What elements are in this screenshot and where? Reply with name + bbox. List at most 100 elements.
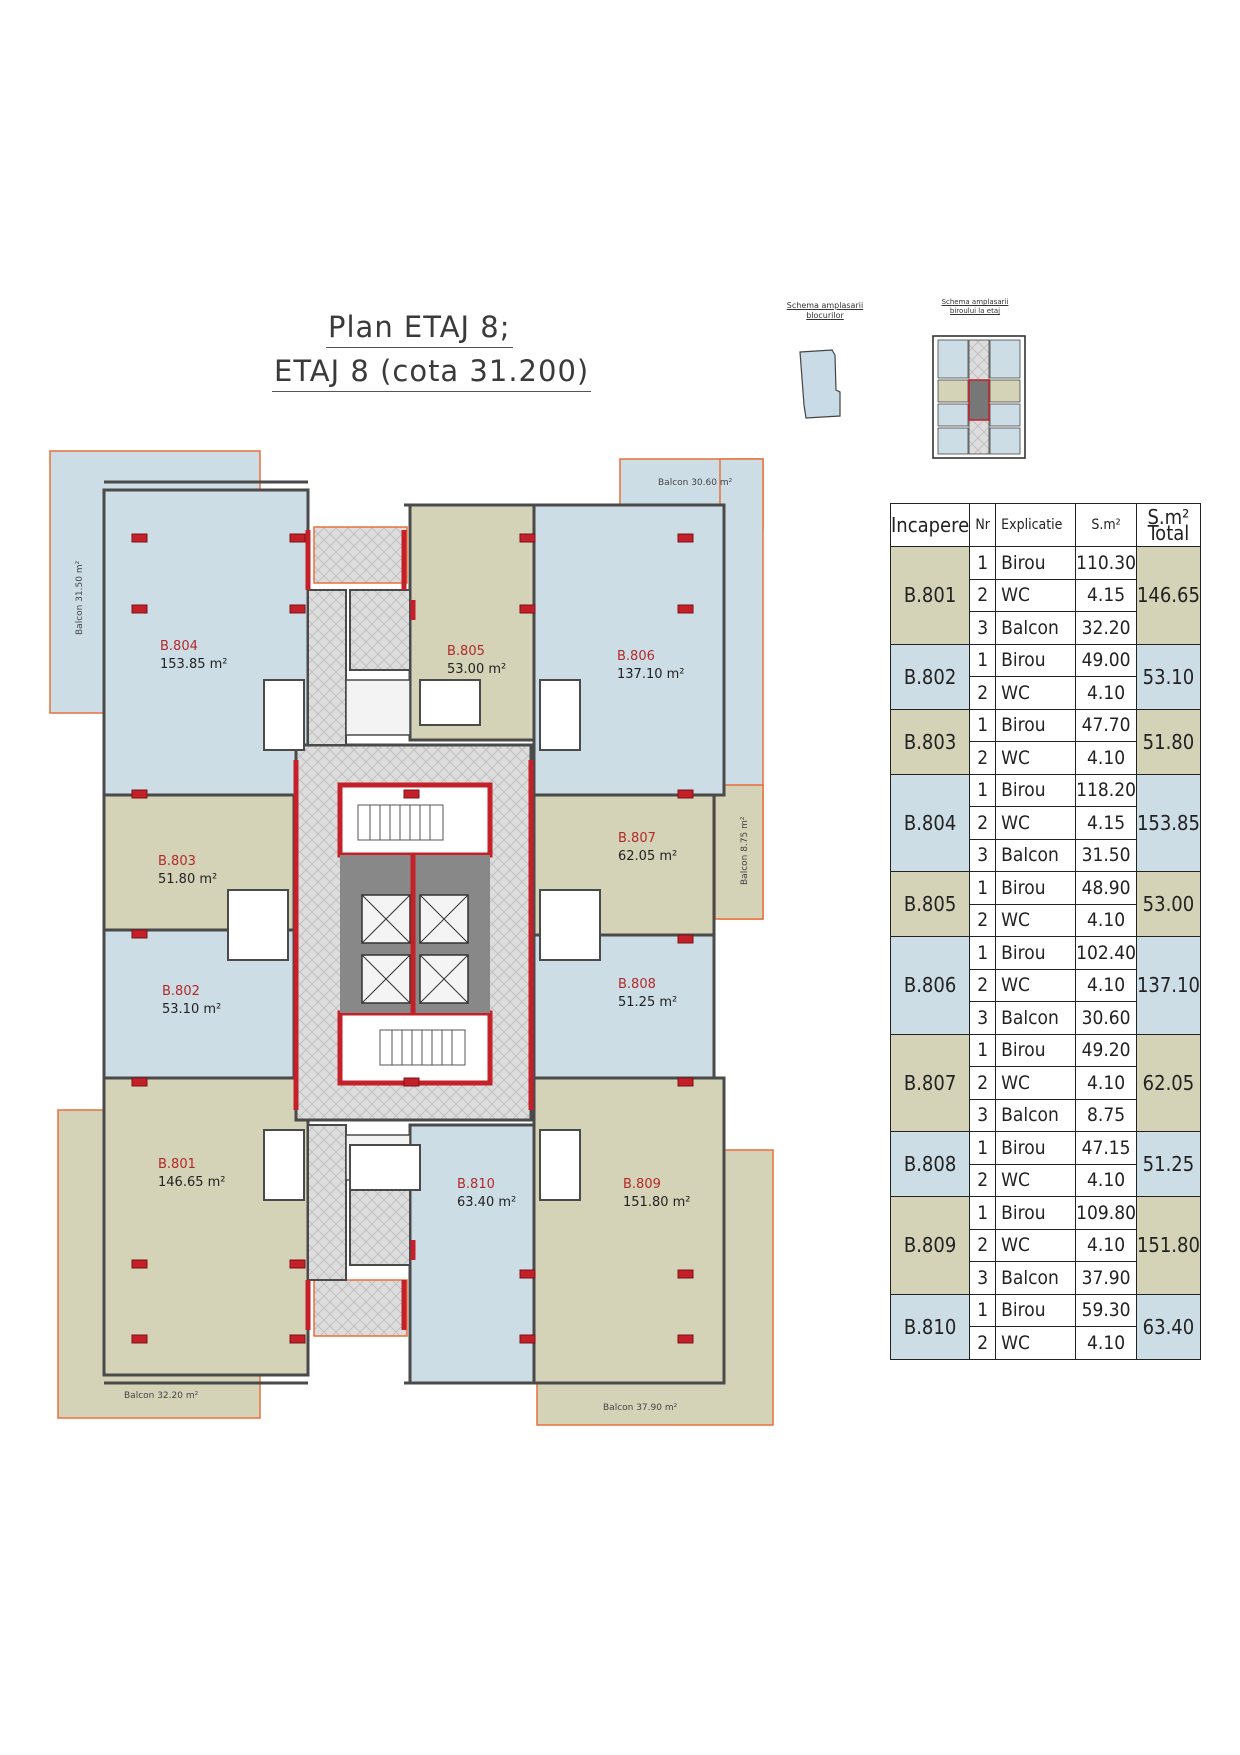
cell-room: B.807 — [889, 1033, 971, 1132]
cell-area: 49.20 — [1075, 1033, 1137, 1067]
balcony-label-b806: Balcon 30.60 m² — [658, 478, 733, 488]
cell-area: 4.15 — [1075, 806, 1137, 840]
cell-total: 146.65 — [1135, 546, 1201, 645]
cell-explicatie: WC — [995, 1228, 1077, 1262]
cell-room: B.805 — [889, 871, 971, 937]
cell-nr: 1 — [969, 1033, 997, 1067]
cell-nr: 2 — [969, 1326, 997, 1360]
cell-area: 4.10 — [1075, 903, 1137, 937]
cell-area: 32.20 — [1075, 611, 1137, 645]
cell-nr: 1 — [969, 773, 997, 807]
header-sm: S.m² — [1075, 503, 1137, 547]
cell-area: 31.50 — [1075, 838, 1137, 872]
room-area-b802: 53.10 m² — [162, 1002, 221, 1017]
cell-room: B.810 — [889, 1293, 971, 1360]
room-area-b803: 51.80 m² — [158, 872, 217, 887]
cell-area: 8.75 — [1075, 1098, 1137, 1132]
cell-nr: 1 — [969, 708, 997, 742]
cell-explicatie: WC — [995, 1066, 1077, 1100]
cell-room: B.802 — [889, 643, 971, 710]
room-area-b801: 146.65 m² — [158, 1175, 226, 1190]
cell-explicatie: WC — [995, 578, 1077, 612]
block-layout-thumbnail — [799, 349, 841, 419]
balcony-label-b809: Balcon 37.90 m² — [603, 1403, 678, 1413]
cell-explicatie: Birou — [995, 936, 1077, 970]
room-label-b809: B.809 — [623, 1177, 661, 1192]
room-label-b810: B.810 — [457, 1177, 495, 1192]
cell-nr: 2 — [969, 1228, 997, 1262]
cell-total: 53.00 — [1135, 871, 1201, 937]
cell-room: B.801 — [889, 546, 971, 645]
cell-explicatie: Birou — [995, 546, 1077, 580]
plan-subtitle: ETAJ 8 (cota 31.200) — [272, 354, 592, 392]
cell-area: 48.90 — [1075, 871, 1137, 905]
header-sm-total: S.m² Total — [1135, 503, 1201, 547]
cell-nr: 2 — [969, 903, 997, 937]
balcony-label-b807: Balcon 8.75 m² — [740, 816, 750, 885]
cell-explicatie: Birou — [995, 1196, 1077, 1230]
outer-walls — [104, 480, 724, 1385]
room-area-b807: 62.05 m² — [618, 849, 677, 864]
cell-area: 110.30 — [1075, 546, 1137, 580]
cell-explicatie: Birou — [995, 643, 1077, 677]
cell-nr: 1 — [969, 1293, 997, 1327]
cell-nr: 1 — [969, 1196, 997, 1230]
cell-total: 63.40 — [1135, 1293, 1201, 1360]
cell-area: 4.10 — [1075, 1066, 1137, 1100]
cell-nr: 3 — [969, 1261, 997, 1295]
room-label-b807: B.807 — [618, 831, 656, 846]
cell-area: 59.30 — [1075, 1293, 1137, 1327]
cell-explicatie: Balcon — [995, 1098, 1077, 1132]
cell-room: B.804 — [889, 773, 971, 872]
cell-nr: 3 — [969, 611, 997, 645]
cell-explicatie: Birou — [995, 871, 1077, 905]
cell-nr: 2 — [969, 741, 997, 775]
cell-nr: 1 — [969, 546, 997, 580]
room-label-b805: B.805 — [447, 644, 485, 659]
cell-explicatie: Balcon — [995, 1001, 1077, 1035]
cell-area: 49.00 — [1075, 643, 1137, 677]
cell-room: B.803 — [889, 708, 971, 775]
room-label-b808: B.808 — [618, 977, 656, 992]
structural-columns — [131, 533, 694, 1344]
office-position-thumbnail — [932, 335, 1026, 459]
cell-area: 47.15 — [1075, 1131, 1137, 1165]
cell-area: 4.15 — [1075, 578, 1137, 612]
room-area-b806: 137.10 m² — [617, 667, 685, 682]
room-label-b806: B.806 — [617, 649, 655, 664]
cell-explicatie: Balcon — [995, 1261, 1077, 1295]
room-area-b810: 63.40 m² — [457, 1195, 516, 1210]
cell-area: 37.90 — [1075, 1261, 1137, 1295]
cell-nr: 2 — [969, 578, 997, 612]
cell-nr: 2 — [969, 806, 997, 840]
header-incapere: Incapere — [889, 503, 971, 547]
cell-area: 30.60 — [1075, 1001, 1137, 1035]
cell-nr: 1 — [969, 871, 997, 905]
cell-explicatie: WC — [995, 968, 1077, 1002]
wc-blocks — [227, 679, 601, 1201]
cell-nr: 1 — [969, 936, 997, 970]
plan-title: Plan ETAJ 8; — [326, 310, 513, 348]
cell-area: 4.10 — [1075, 1326, 1137, 1360]
cell-area: 4.10 — [1075, 1163, 1137, 1197]
cell-explicatie: WC — [995, 676, 1077, 710]
table-header-row: Incapere Nr Explicatie S.m² S.m² Total — [889, 503, 1201, 547]
room-area-b804: 153.85 m² — [160, 657, 228, 672]
